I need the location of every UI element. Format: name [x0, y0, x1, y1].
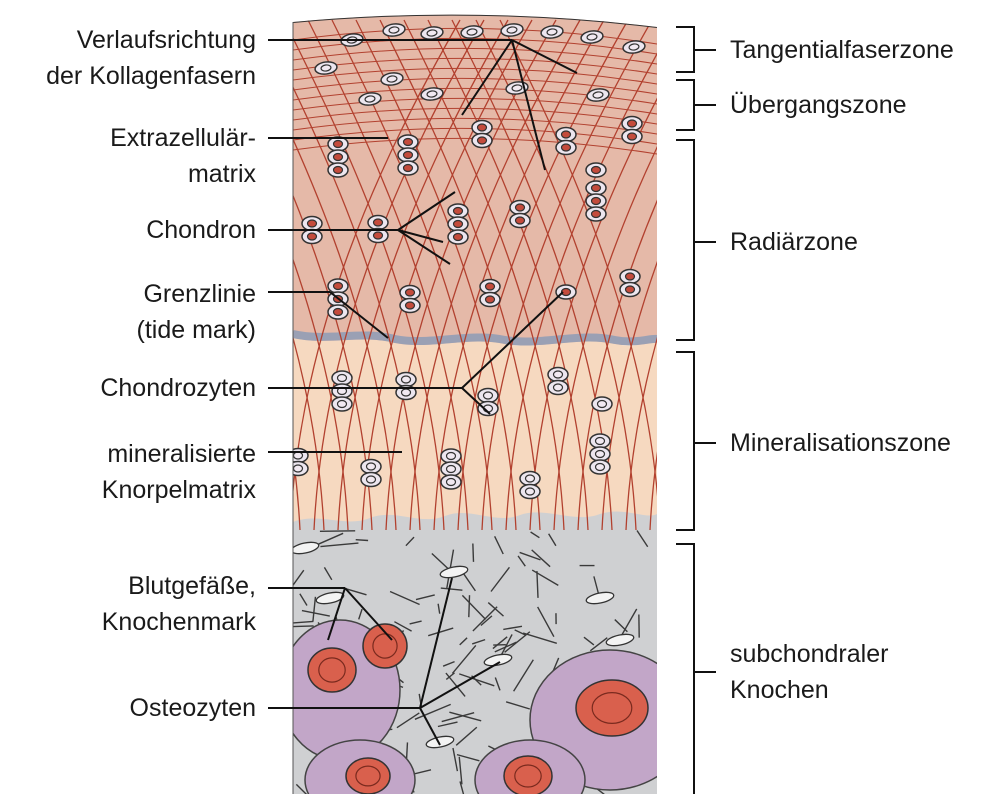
label-line: Extrazellulär-	[110, 120, 256, 156]
label-line: Grenzlinie	[137, 276, 256, 312]
label-mineralization-zone: Mineralisationszone	[730, 425, 951, 461]
label-line: Osteozyten	[130, 690, 256, 726]
label-chondron: Chondron	[146, 212, 256, 248]
label-chondrocytes: Chondrozyten	[100, 370, 256, 406]
label-transition-zone: Übergangszone	[730, 87, 907, 123]
label-line: (tide mark)	[137, 312, 256, 348]
label-line: Chondrozyten	[100, 370, 256, 406]
label-line: der Kollagenfasern	[46, 58, 256, 94]
label-tide-mark: Grenzlinie (tide mark)	[137, 276, 256, 348]
label-line: matrix	[110, 156, 256, 192]
label-tangential-zone: Tangentialfaserzone	[730, 32, 954, 68]
label-line: Verlaufsrichtung	[46, 22, 256, 58]
label-subchondral-bone: subchondraler Knochen	[730, 636, 888, 708]
label-line: subchondraler	[730, 636, 888, 672]
label-line: mineralisierte	[102, 436, 256, 472]
label-osteocytes: Osteozyten	[130, 690, 256, 726]
label-extracellular-matrix: Extrazellulär- matrix	[110, 120, 256, 192]
label-line: Knochen	[730, 672, 888, 708]
label-line: Knorpelmatrix	[102, 472, 256, 508]
label-line: Chondron	[146, 212, 256, 248]
label-mineralized-cartilage-matrix: mineralisierte Knorpelmatrix	[102, 436, 256, 508]
label-blood-vessels-marrow: Blutgefäße, Knochenmark	[102, 568, 256, 640]
label-radial-zone: Radiärzone	[730, 224, 858, 260]
label-collagen-fiber-direction: Verlaufsrichtung der Kollagenfasern	[46, 22, 256, 94]
label-line: Knochenmark	[102, 604, 256, 640]
label-line: Blutgefäße,	[102, 568, 256, 604]
zone-brackets	[676, 27, 716, 794]
